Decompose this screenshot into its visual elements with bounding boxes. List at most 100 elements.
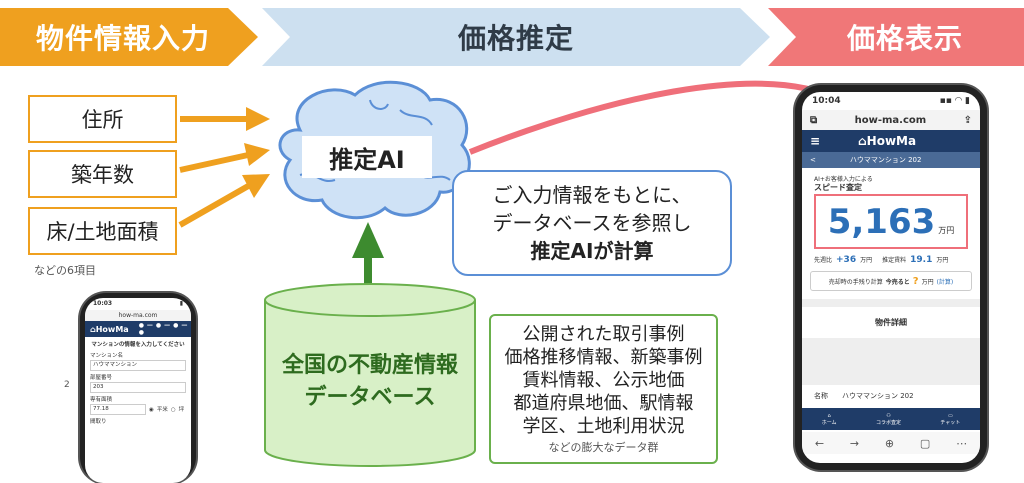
database-text: 全国の不動産情報 データベース (265, 350, 475, 414)
speed-label: スピード査定 (814, 183, 862, 192)
sources-note: などの膨大なデータ群 (548, 440, 659, 454)
ai-label: 推定AI (302, 136, 432, 178)
ai-caption: AI+お客様入力による (814, 176, 873, 183)
small-step-indicator: ●—●—●—● (138, 322, 191, 336)
source-line-3: 賃料情報、公示地価 (522, 369, 685, 391)
price-stats: 先週比 +36 万円 推定賃料 19.1 万円 (814, 255, 968, 265)
small-heading: マンションの情報を入力してください (91, 342, 185, 348)
back-icon[interactable]: < (810, 156, 816, 164)
small-field2-input[interactable]: 203 (90, 382, 186, 393)
small-field2-label: 部屋番号 (90, 375, 113, 381)
small-field4-label: 間取り (90, 419, 107, 425)
bubble-line3: 推定AIが計算 (530, 239, 654, 263)
large-time: 10:04 (812, 96, 841, 106)
change-label: 先週比 (814, 257, 833, 264)
small-radio-sqm[interactable]: ◉ (149, 406, 154, 413)
phone-large: 10:04▪▪ ◠ ▮ ⧉how-ma.com⇪ ≡ ⌂HowMa < ハウママ… (795, 85, 987, 470)
large-url-bar[interactable]: ⧉ how-ma.com ⇪ (802, 110, 980, 130)
remain-link[interactable]: (計算) (936, 278, 954, 286)
detail-title: 物件詳細 (802, 307, 980, 338)
remain-unit: 万円 (921, 278, 934, 286)
bubble-line1: ご入力情報をもとに、 (492, 183, 692, 207)
input-label-age: 築年数 (71, 163, 134, 187)
chat-icon: ▭ (947, 412, 953, 419)
small-unit-tsubo: 坪 (178, 406, 185, 413)
small-field1-label: マンション名 (90, 353, 124, 359)
property-title: ハウママンション 202 (849, 156, 922, 164)
nav-chat-label: チャット (940, 419, 961, 426)
db-arrow (352, 222, 384, 285)
nav-chat[interactable]: ▭チャット (940, 413, 960, 426)
inputs-note: などの6項目 (34, 264, 96, 277)
home-icon: ⌂ (827, 412, 831, 419)
source-line-1: 公開された取引事例 (522, 323, 685, 345)
browser-back-icon[interactable]: ← (814, 436, 825, 450)
small-radio-tsubo[interactable]: ○ (170, 406, 176, 413)
price-unit: 万円 (938, 226, 955, 235)
price-box: 5,163 万円 (814, 194, 968, 249)
small-header: ⌂HowMa ●—●—●—● (85, 321, 191, 337)
banner-input: 物件情報入力 (0, 8, 258, 66)
bottom-nav: ⌂ホーム ⚇コラボ査定 ▭チャット (802, 408, 980, 430)
source-line-2: 価格推移情報、新築事例 (504, 346, 703, 368)
name-label: 名称 (814, 392, 828, 400)
source-line-5: 学区、土地利用状況 (522, 415, 685, 437)
share-icon[interactable]: ⇪ (963, 114, 972, 126)
large-url: how-ma.com (854, 114, 927, 126)
explanation-bubble: ご入力情報をもとに、 データベースを参照し 推定AIが計算 (452, 170, 732, 276)
browser-more-icon[interactable]: ⋯ (956, 436, 968, 450)
name-row: 名称 ハウママンション 202 (802, 385, 980, 407)
remain-question: ? (912, 275, 919, 287)
remain-value: 今売ると (885, 278, 910, 286)
browser-toolbar: ← → ⊕ ▢ ⋯ (802, 432, 980, 454)
remain-label: 売却時の手残り計算 (828, 278, 883, 286)
detail-section: 物件詳細 (802, 299, 980, 385)
database-cylinder (264, 283, 476, 467)
small-url-bar[interactable]: how-ma.com (85, 310, 191, 321)
input-box-age: 築年数 (28, 150, 177, 198)
small-url: how-ma.com (118, 312, 158, 319)
small-field1-input[interactable]: ハウママンション (90, 360, 186, 371)
menu-icon[interactable]: ≡ (810, 134, 821, 148)
property-bar: < ハウママンション 202 (802, 152, 980, 168)
small-brand: HowMa (95, 324, 129, 334)
large-header: ≡ ⌂HowMa (802, 130, 980, 152)
large-status-bar: 10:04 ▪▪ ◠ ▮ (802, 92, 980, 110)
small-unit-sqm: 平米 (156, 406, 168, 413)
source-line-4: 都道府県地価、駅情報 (513, 392, 694, 414)
rent-label: 推定賃料 (882, 257, 907, 264)
large-home-icon: ⌂ (858, 134, 867, 148)
input-label-address: 住所 (81, 108, 124, 132)
input-box-area: 床/土地面積 (28, 207, 177, 255)
input-arrow-2 (179, 143, 270, 173)
small-field3-input[interactable]: 77.18 (90, 404, 146, 415)
nav-collab[interactable]: ⚇コラボ査定 (876, 413, 901, 426)
small-battery-icon: ▮ (179, 300, 183, 307)
banner-display: 価格表示 (768, 8, 1024, 66)
bubble-line2: データベースを参照し (492, 211, 692, 235)
banner-estimate: 価格推定 (262, 8, 770, 66)
browser-forward-icon[interactable]: → (849, 436, 860, 450)
small-status-bar: 10:03▮ (85, 298, 191, 310)
rent-unit: 万円 (936, 257, 949, 264)
people-icon: ⚇ (886, 412, 891, 419)
data-sources-box: 公開された取引事例 価格推移情報、新築事例 賃料情報、公示地価 都道府県地価、駅… (489, 314, 718, 464)
nav-home-label: ホーム (821, 419, 837, 426)
browser-add-icon[interactable]: ⊕ (884, 436, 895, 450)
nav-collab-label: コラボ査定 (875, 419, 901, 426)
banner-display-label: 価格表示 (846, 22, 963, 55)
nav-home[interactable]: ⌂ホーム (822, 413, 837, 426)
large-brand: HowMa (866, 134, 917, 148)
phone-small: 10:03▮ how-ma.com ⌂HowMa ●—●—●—● マンションの情… (80, 293, 196, 483)
reader-icon[interactable]: ⧉ (810, 114, 818, 126)
change-value: +36 (836, 255, 857, 265)
database-line2: データベース (304, 385, 436, 410)
browser-tabs-icon[interactable]: ▢ (919, 436, 931, 450)
page-number: 2 (64, 380, 70, 390)
remain-calc[interactable]: 売却時の手残り計算 今売ると ? 万円 (計算) (810, 271, 972, 291)
input-box-address: 住所 (28, 95, 177, 143)
database-line1: 全国の不動産情報 (281, 353, 458, 378)
small-field3-label: 専有面積 (90, 397, 113, 403)
large-signal-icon: ▪▪ ◠ ▮ (939, 96, 970, 106)
small-home-icon: ⌂ (90, 324, 96, 334)
